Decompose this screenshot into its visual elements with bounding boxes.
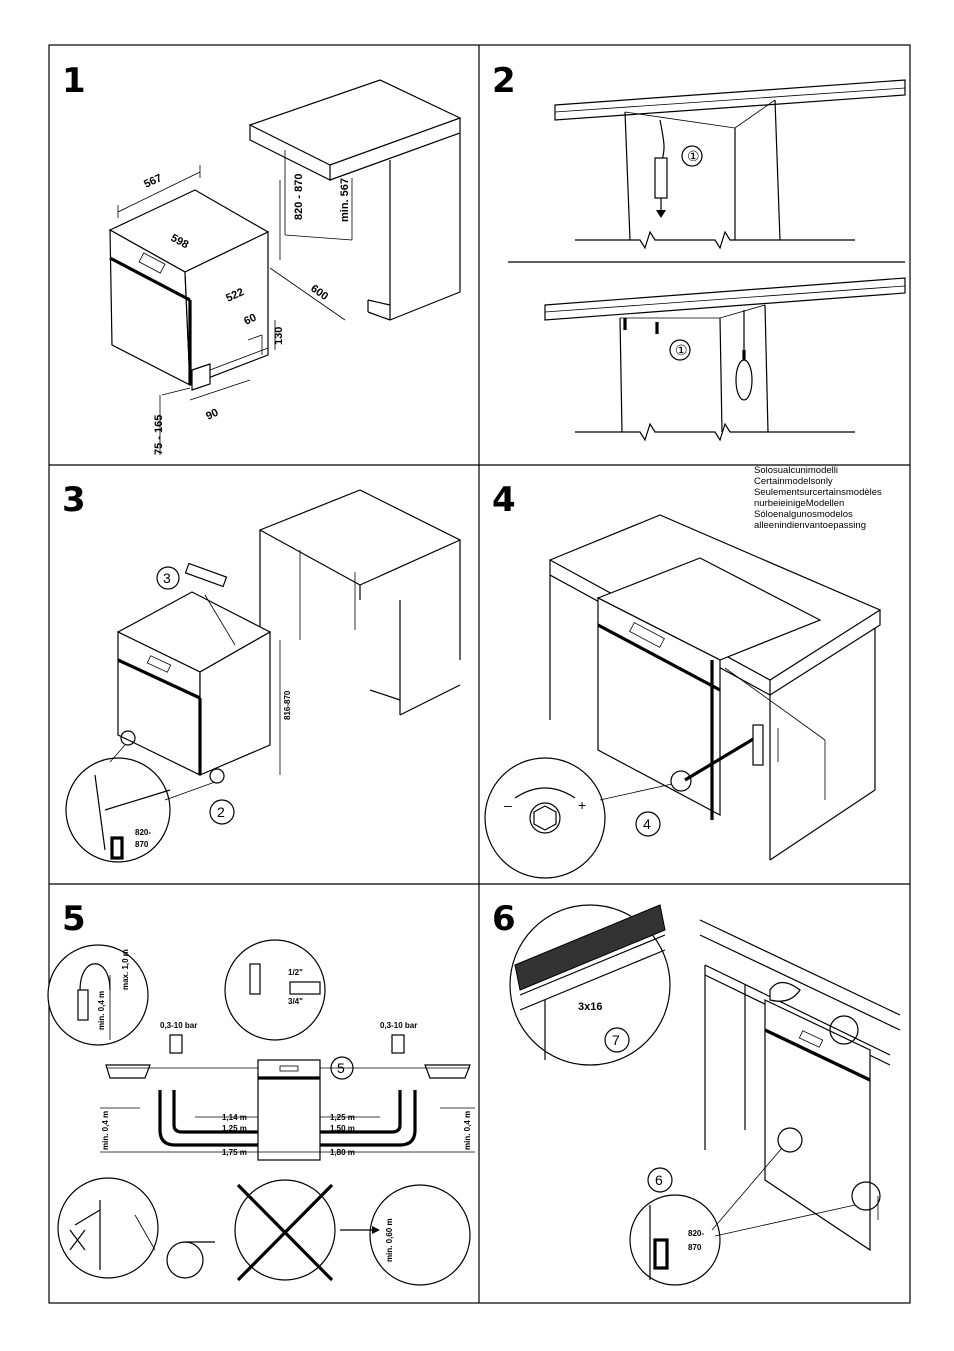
panel-1-dimensions: 567 598 820 - 870 min. 567 600 522 60 13… (108, 79, 462, 455)
panel-5-connections: max. 1,0 m min. 0,4 m 1/2" 3/4" 0,3-10 b… (47, 939, 475, 1286)
hose-r2: 1,50 m (330, 1124, 355, 1133)
min-04: min. 0,4 m (97, 991, 106, 1030)
detail-870: 870 (135, 840, 149, 849)
detail-820: 820- (135, 828, 151, 837)
dim-75-165: 75 - 165 (153, 415, 165, 455)
detail-min-060: min. 0,60 m (385, 1218, 394, 1262)
panel-grid (48, 44, 911, 1304)
callout-5: 5 (337, 1060, 345, 1076)
hose-l1: 1,14 m (222, 1113, 247, 1122)
screw-size: 3x16 (578, 1001, 602, 1013)
dim-820-870: 820 - 870 (293, 174, 305, 220)
thread-three-quarter: 3/4" (288, 997, 303, 1006)
callout-6: 6 (655, 1172, 663, 1188)
dim-567: 567 (142, 172, 164, 191)
panel-4-adjustment: – + 4 (484, 514, 882, 879)
dim-600: 600 (308, 283, 330, 303)
dim-min-567: min. 567 (339, 178, 351, 222)
panel-3-number: 3 (62, 480, 86, 520)
dishwasher-drawing (108, 189, 270, 391)
note-line-6: alleenindienvantoepassing (754, 520, 866, 531)
panel-3-insertion: 3 816-870 820- 870 2 (65, 489, 462, 863)
plus-sign: + (578, 797, 586, 813)
note-line-1: Solosualcunimodelli (754, 465, 838, 476)
panel-4-note: Solosualcunimodelli Certainmodelsonly Se… (754, 465, 882, 531)
dim-90: 90 (204, 407, 220, 423)
pressure-left: 0,3-10 bar (160, 1021, 197, 1030)
note-line-3: Seulementsurcertainsmodèles (754, 487, 882, 498)
panel-2-worktop-fixing: ① ① (508, 79, 906, 442)
callout-1-top: ① (687, 148, 700, 164)
panel-6-number: 6 (492, 899, 516, 939)
hose-r3: 1,80 m (330, 1148, 355, 1157)
max-1m: max. 1,0 m (121, 949, 130, 990)
dim-60: 60 (242, 312, 258, 328)
callout-1-bottom: ① (675, 342, 688, 358)
note-line-2: Certainmodelsonly (754, 476, 833, 487)
panel-1-number: 1 (62, 61, 86, 101)
panel-2-number: 2 (492, 61, 516, 101)
callout-7: 7 (612, 1032, 620, 1048)
cabinet-drawing (248, 79, 462, 321)
callout-3: 3 (163, 570, 171, 586)
pressure-right: 0,3-10 bar (380, 1021, 417, 1030)
panel-6-fixing: 3x16 7 6 820- 870 (509, 904, 901, 1286)
note-line-4: nurbeieinigeModellen (754, 498, 844, 509)
thread-half: 1/2" (288, 968, 303, 977)
panel-4-number: 4 (492, 480, 516, 520)
detail6-870: 870 (688, 1243, 702, 1252)
hose-r1: 1,25 m (330, 1113, 355, 1122)
callout-4: 4 (643, 816, 651, 832)
hose-l3: 1,75 m (222, 1148, 247, 1157)
side-left: min. 0,4 m (101, 1111, 110, 1150)
hose-l2: 1,25 m (222, 1124, 247, 1133)
dim-130: 130 (273, 327, 285, 345)
minus-sign: – (504, 797, 512, 813)
side-right: min. 0,4 m (463, 1111, 472, 1150)
note-line-5: Sóloenalgunosmodelos (754, 509, 853, 520)
dim-816-870: 816-870 (283, 690, 292, 720)
detail6-820: 820- (688, 1229, 704, 1238)
callout-2: 2 (217, 804, 225, 820)
panel-5-number: 5 (62, 899, 86, 939)
